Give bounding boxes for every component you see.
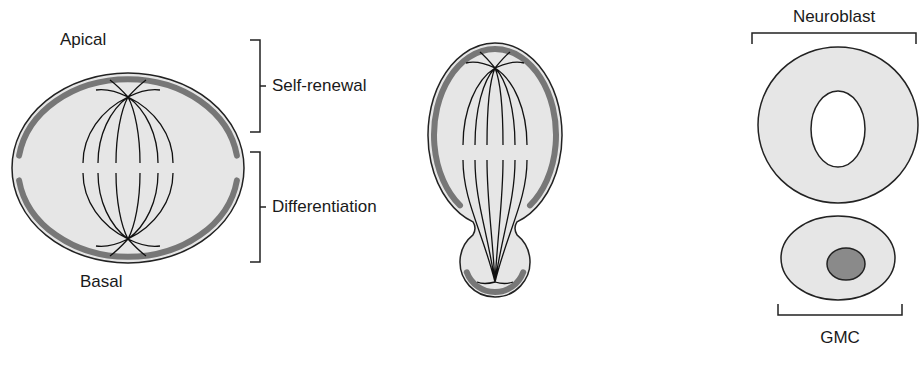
cell-membrane xyxy=(12,73,244,263)
spindle-fibers xyxy=(83,173,173,239)
apical-cortex xyxy=(434,49,556,205)
astral-rays xyxy=(96,239,160,256)
mitotic-spindle xyxy=(83,80,173,256)
cell-name: Neuroblast xyxy=(793,7,875,27)
astral-rays xyxy=(477,282,513,284)
region-bracket xyxy=(250,152,266,262)
pole-label: Basal xyxy=(80,272,123,292)
metaphase-cell xyxy=(12,73,244,263)
astral-rays xyxy=(466,52,524,68)
region-bracket xyxy=(250,40,266,132)
neuroblast-cell: Neuroblast xyxy=(748,4,920,210)
cell-membrane xyxy=(428,43,562,297)
dividing-cell xyxy=(428,43,562,297)
mitotic-spindle xyxy=(463,52,527,284)
cell-bracket xyxy=(752,33,916,44)
spindle-fibers xyxy=(83,97,173,163)
astral-rays xyxy=(96,80,160,97)
basal-cortex xyxy=(19,180,237,256)
cell-membrane xyxy=(758,47,918,203)
cell-nucleus xyxy=(811,91,865,167)
cell-outline xyxy=(748,4,920,210)
region-label: Differentiation xyxy=(272,197,377,217)
region-label: Self-renewal xyxy=(272,76,367,96)
cell-name: GMC xyxy=(820,328,860,348)
apical-cortex xyxy=(19,79,237,155)
cell-membrane xyxy=(781,216,895,300)
spindle-fibers xyxy=(463,68,527,145)
cell-bracket xyxy=(778,304,902,315)
spindle-fibers xyxy=(463,160,527,282)
gmc-cell: GMC xyxy=(770,212,910,362)
cell-nucleus xyxy=(827,248,865,280)
pole-label: Apical xyxy=(60,30,106,50)
